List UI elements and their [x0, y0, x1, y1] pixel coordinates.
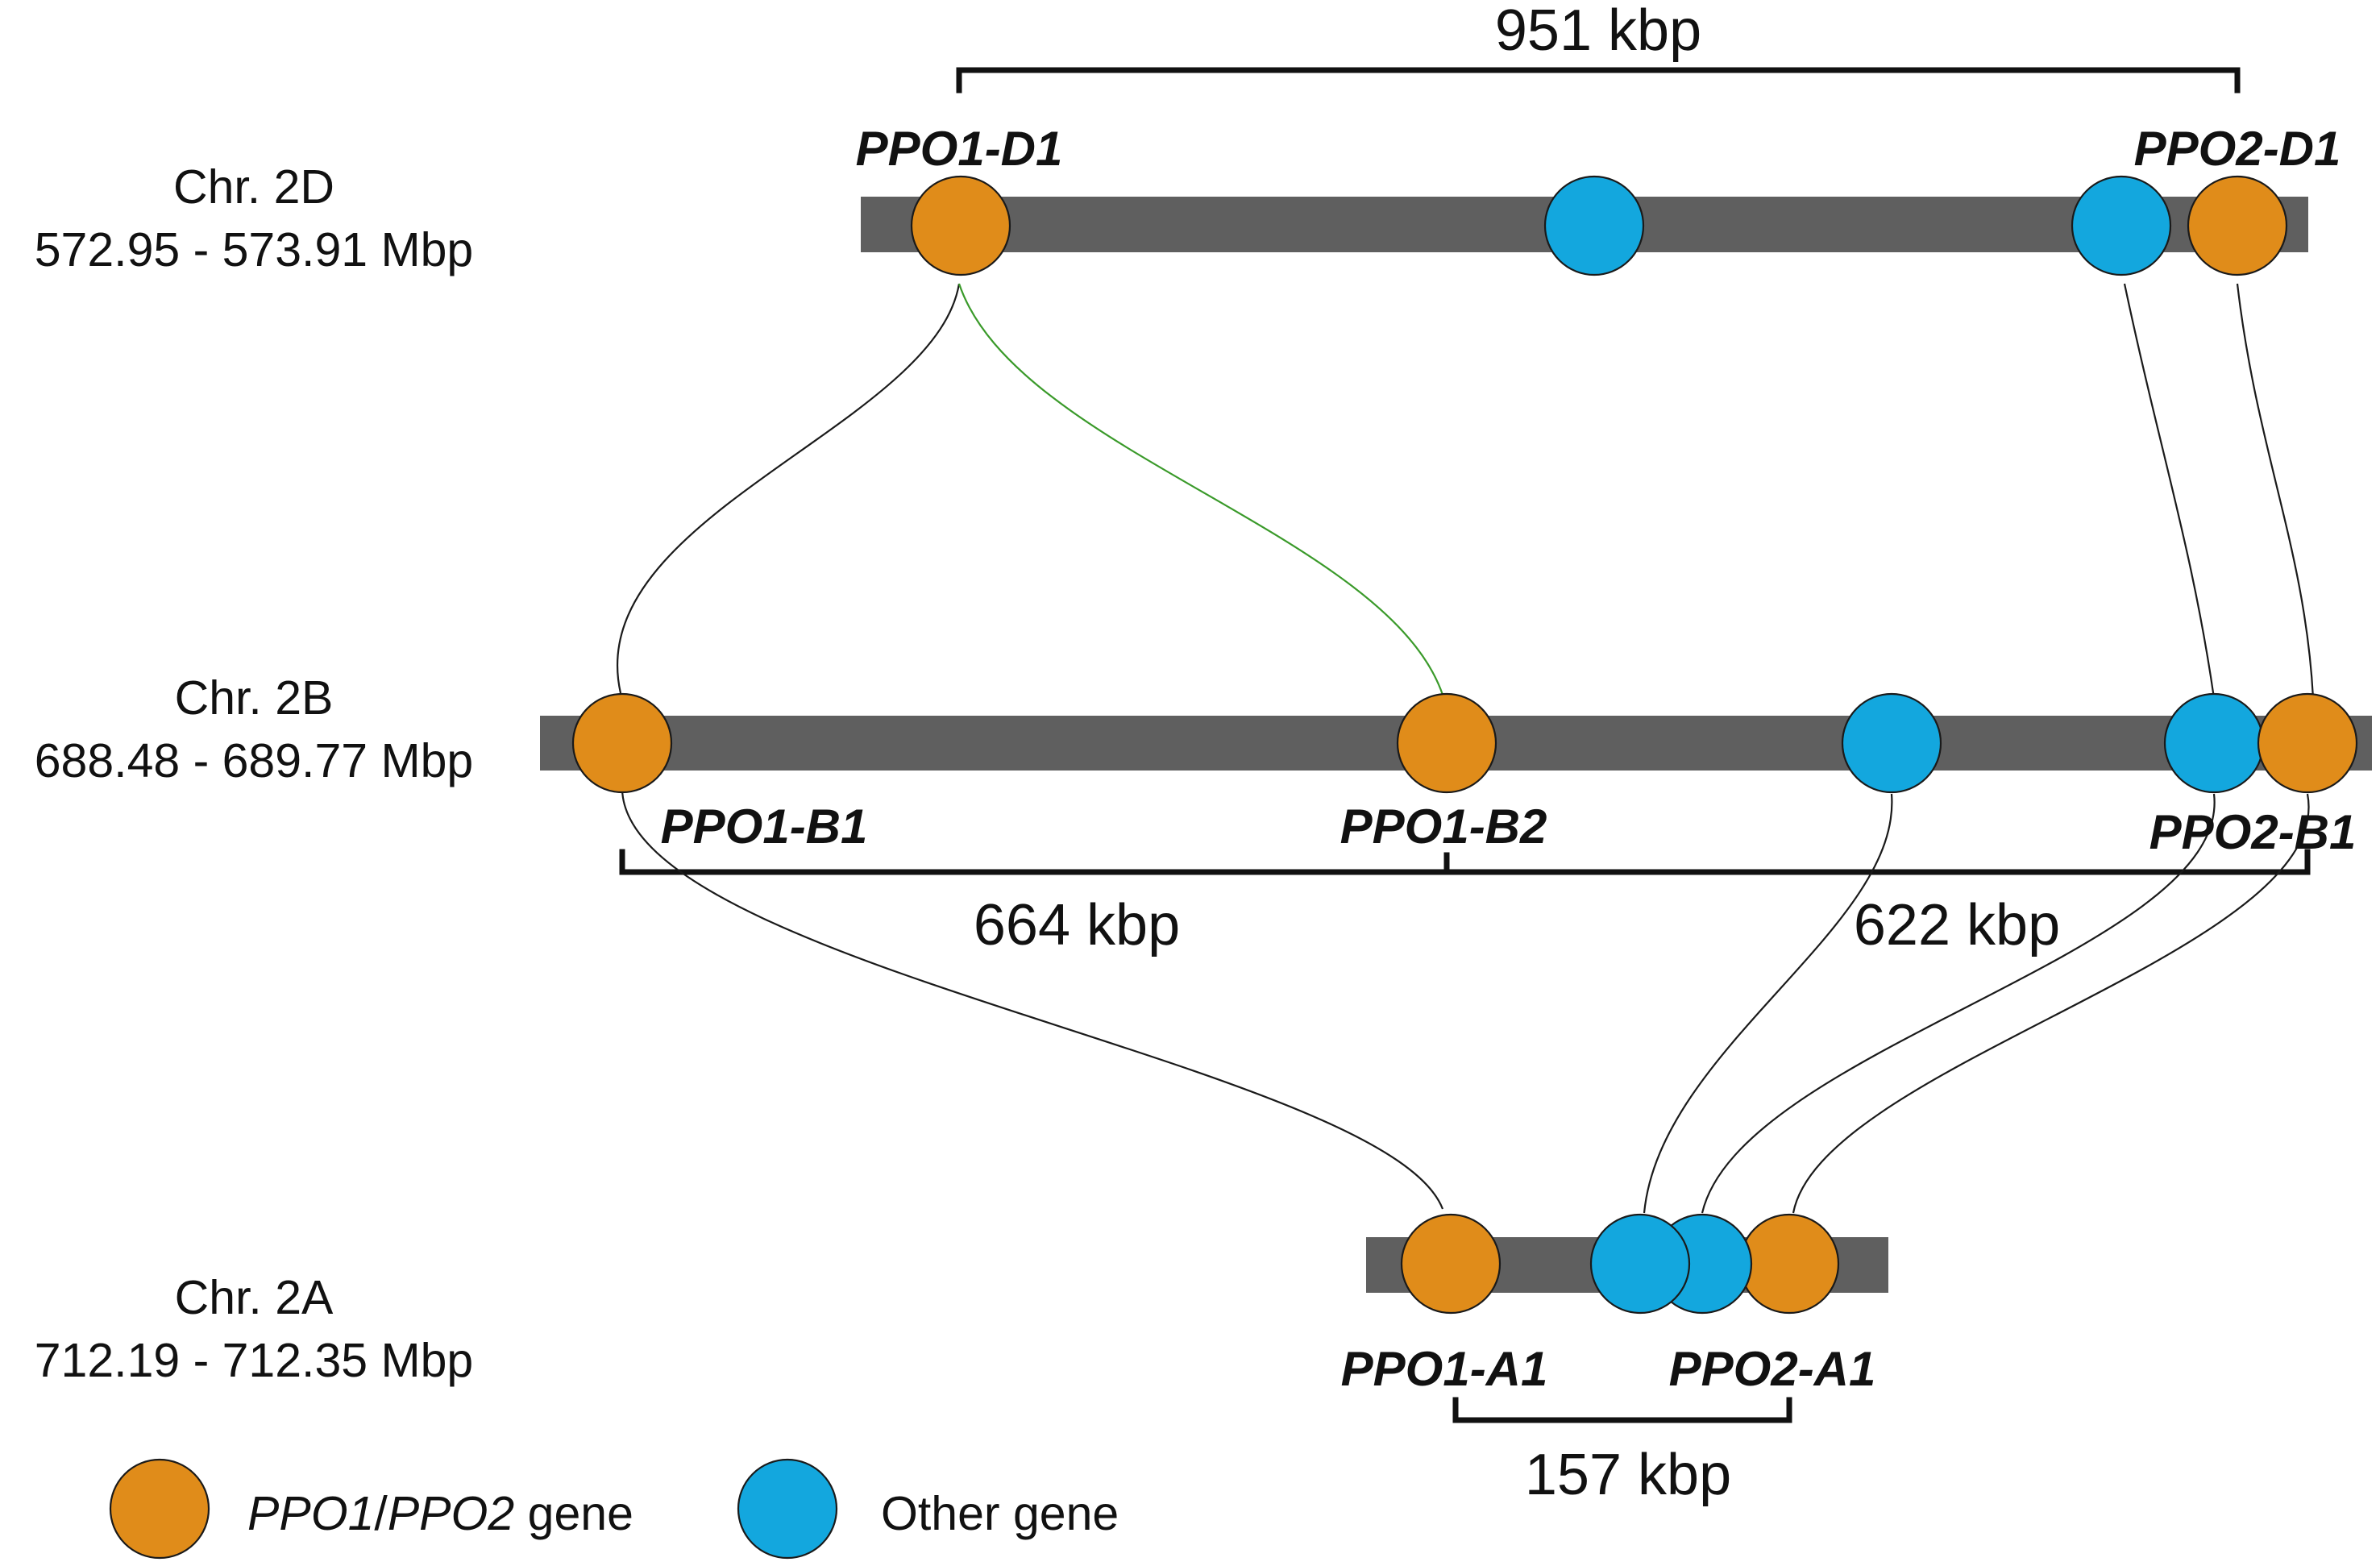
link-ppo2-b1-to-ppo2-a1: [1792, 793, 2310, 1214]
link-ppo2-d1-to-ppo2-b1: [2236, 283, 2315, 699]
link-other-b-to-other-a: [1643, 793, 1893, 1214]
genes-2d: [910, 175, 2288, 276]
chromosome-2b-label: Chr. 2B 688.48 - 689.77 Mbp: [35, 671, 474, 787]
gene-ppo2-d1: [2187, 175, 2288, 276]
legend-gene-suffix: gene: [514, 1487, 633, 1540]
gene-other-d-2: [2071, 175, 2172, 276]
gene-other-d-1: [1543, 175, 1645, 276]
gene-ppo1-b2: [1396, 692, 1497, 794]
chromosome-2b-range: 688.48 - 689.77 Mbp: [35, 734, 474, 787]
distance-label-2b-left: 664 kbp: [974, 893, 1180, 957]
link-other-b2-to-other-a2: [1701, 793, 2216, 1214]
legend-ppo2-text: PPO2: [388, 1487, 514, 1540]
gene-label-ppo1-d1: PPO1-D1: [856, 122, 1063, 176]
genes-2b: [571, 692, 2358, 794]
synteny-links: [617, 283, 2315, 1214]
gene-ppo1-a1: [1400, 1213, 1502, 1315]
gene-label-ppo1-b2: PPO1-B2: [1340, 800, 1547, 854]
link-other-d-to-other-b: [2123, 283, 2216, 699]
distance-bracket-2d: 951 kbp: [956, 0, 2241, 93]
link-ppo1-d1-to-ppo1-b1: [617, 283, 961, 694]
gene-label-ppo1-b1: PPO1-B1: [661, 800, 868, 854]
chromosome-2a-range: 712.19 - 712.35 Mbp: [35, 1334, 474, 1387]
chromosome-2d-label: Chr. 2D 572.95 - 573.91 Mbp: [35, 160, 474, 276]
gene-other-a-1: [1589, 1213, 1691, 1315]
legend-slash-text: /: [374, 1487, 388, 1540]
legend-ppo-gene-label: PPO1/PPO2 gene: [247, 1487, 633, 1540]
link-ppo1-d1-to-ppo1-b2: [957, 283, 1444, 696]
gene-ppo2-b1: [2257, 692, 2358, 794]
gene-ppo1-b1: [571, 692, 673, 794]
legend-other-gene-label: Other gene: [881, 1487, 1119, 1540]
gene-labels: PPO1-D1 PPO2-D1 PPO1-B1 PPO1-B2 PPO2-B1 …: [661, 122, 2357, 1396]
gene-ppo1-d1: [910, 175, 1011, 276]
gene-label-ppo2-a1: PPO2-A1: [1669, 1342, 1876, 1396]
distance-bracket-2b: 664 kbp 622 kbp: [619, 849, 2311, 957]
legend: PPO1/PPO2 gene Other gene: [109, 1458, 1119, 1560]
distance-bracket-2a: 157 kbp: [1452, 1397, 1792, 1507]
chromosome-2d-range: 572.95 - 573.91 Mbp: [35, 223, 474, 276]
chromosome-2a-label: Chr. 2A 712.19 - 712.35 Mbp: [35, 1271, 474, 1387]
distance-label-2b-right: 622 kbp: [1854, 893, 2060, 957]
chromosome-2d-name: Chr. 2D: [173, 160, 334, 214]
distance-label-2d: 951 kbp: [1495, 0, 1701, 63]
gene-label-ppo2-d1: PPO2-D1: [2134, 122, 2341, 176]
gene-other-b-1: [1841, 692, 1942, 794]
legend-ppo1-text: PPO1: [247, 1487, 374, 1540]
gene-label-ppo1-a1: PPO1-A1: [1341, 1342, 1548, 1396]
gene-label-ppo2-b1: PPO2-B1: [2149, 805, 2357, 859]
gene-other-b-2: [2163, 692, 2265, 794]
legend-ppo-gene-swatch: [109, 1458, 210, 1560]
genes-2a: [1400, 1213, 1840, 1315]
chromosome-2b-name: Chr. 2B: [175, 671, 334, 725]
gene-ppo2-a1: [1738, 1213, 1840, 1315]
chromosome-2a-name: Chr. 2A: [175, 1271, 334, 1324]
distance-label-2a: 157 kbp: [1525, 1443, 1731, 1507]
legend-other-gene-swatch: [737, 1458, 838, 1560]
link-ppo1-b1-to-ppo1-a1: [621, 789, 1444, 1210]
